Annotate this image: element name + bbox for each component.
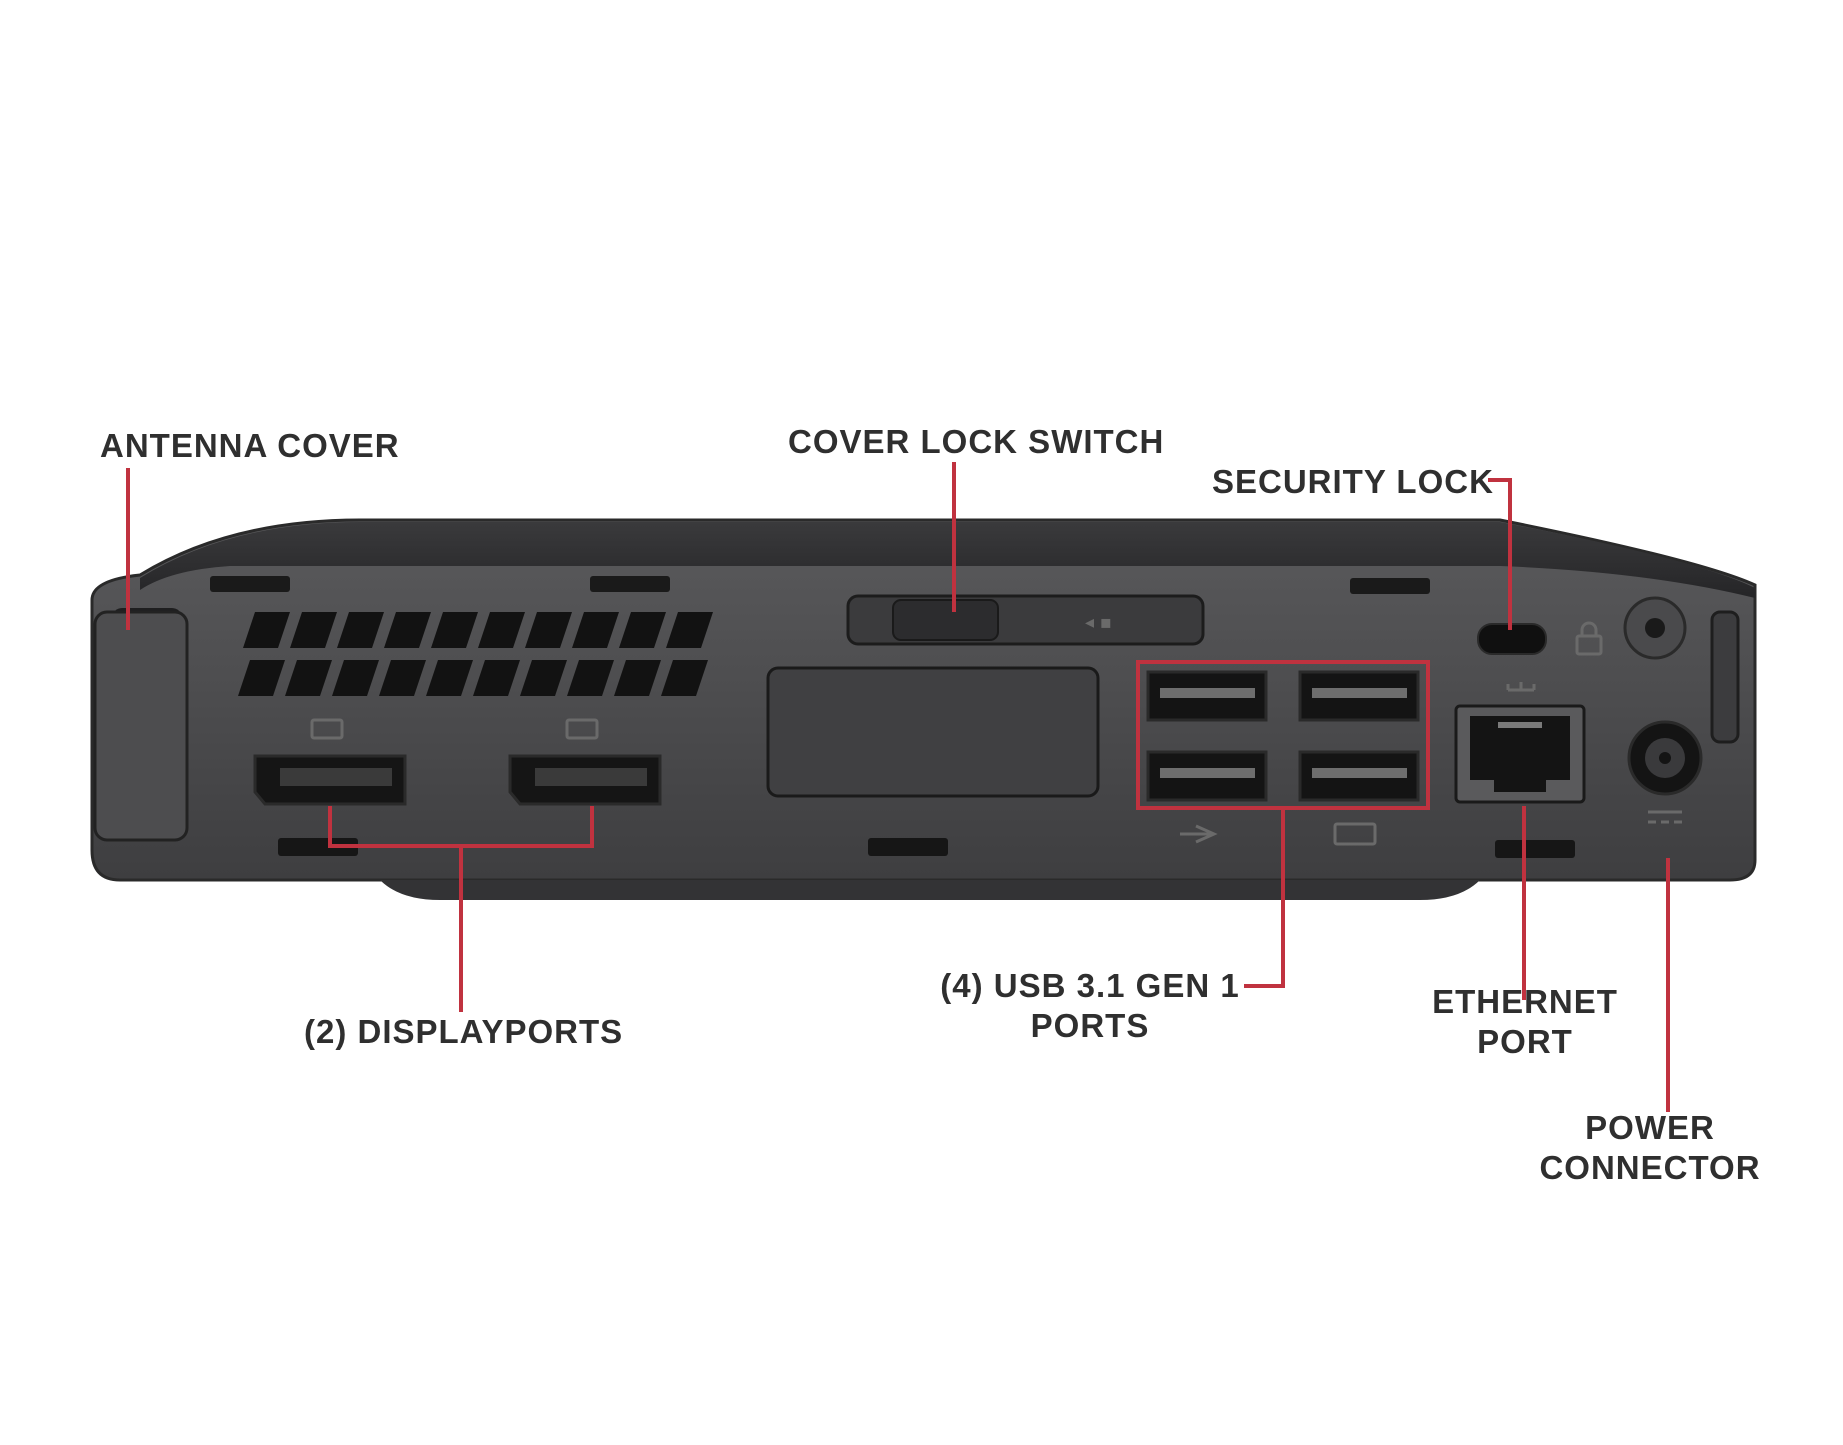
label-displayports: (2) DISPLAYPORTS [304,1013,624,1050]
usb-icon [1180,822,1377,846]
top-notches [210,576,1430,594]
label-power-connector: POWER CONNECTOR [1530,1108,1770,1188]
label-ethernet-port: ETHERNET PORT [1420,982,1630,1062]
displayport-1 [253,754,407,806]
vent-grille [238,612,713,696]
cover-lock-switch: ◂ ▪ [846,594,1205,646]
callout-displayports [328,806,594,1012]
label-security-lock: SECURITY LOCK [1212,463,1494,500]
label-cover-lock-switch: COVER LOCK SWITCH [788,423,1165,460]
label-ethernet-line2: PORT [1477,1023,1573,1060]
callout-usb [1244,808,1285,988]
lock-slide-icon: ◂ ▪ [1085,612,1112,633]
round-jack [1623,596,1687,660]
callout-usb-box [1136,660,1430,810]
label-ethernet-line1: ETHERNET [1432,983,1618,1020]
power-dc-icon [1648,810,1682,824]
label-usb-ports: (4) USB 3.1 GEN 1 PORTS [940,966,1240,1046]
callout-security-lock [1488,478,1512,630]
displayport-2 [508,754,662,806]
side-latch [1710,610,1740,744]
label-antenna-cover: ANTENNA COVER [100,427,400,464]
network-icon [1506,682,1536,692]
usb-ports [1146,670,1420,802]
callout-lines [126,462,1670,1112]
label-power-line2: CONNECTOR [1539,1149,1761,1186]
label-usb-line1: (4) USB 3.1 GEN 1 [940,967,1240,1004]
label-usb-line2: PORTS [1030,1007,1150,1044]
ethernet-port [1454,704,1586,804]
power-connector [1627,720,1703,796]
displayport-icon [310,718,599,740]
padlock-icon [1575,621,1603,656]
antenna-cover [93,608,189,842]
bottom-slots [278,838,1575,858]
label-power-line1: POWER [1585,1109,1715,1146]
expansion-panel [766,666,1100,798]
